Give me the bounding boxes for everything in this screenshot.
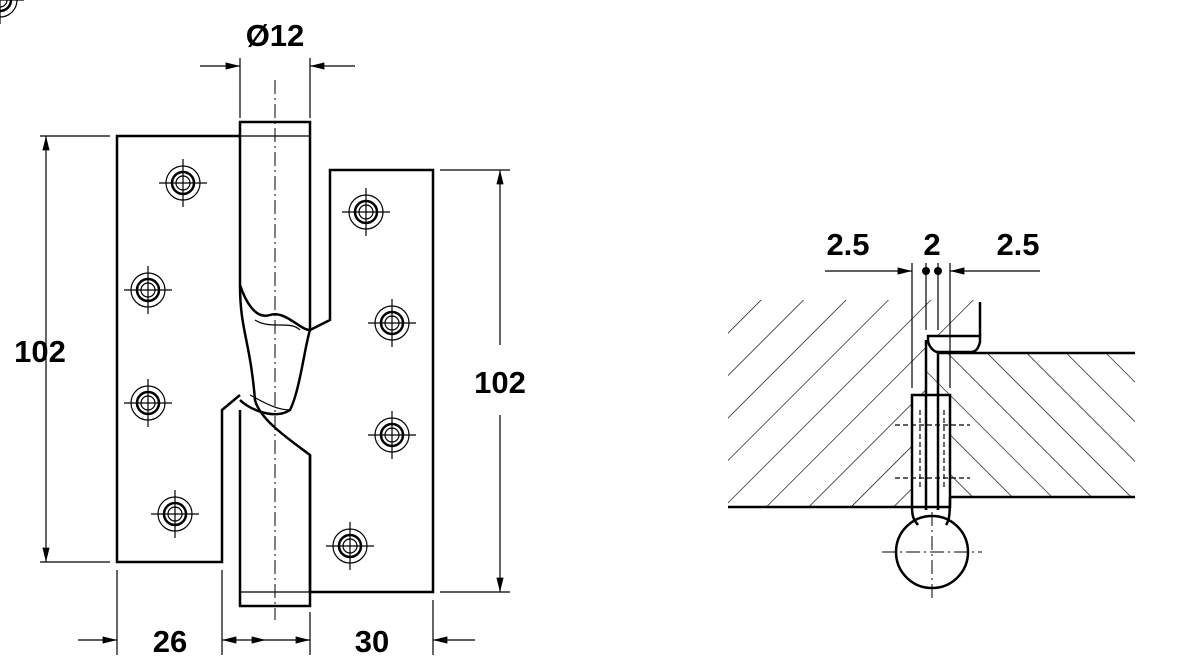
screw-holes	[0, 0, 418, 572]
right-gap-label: 2.5	[996, 227, 1039, 262]
section-view: 2.5 2 2.5	[728, 227, 1135, 598]
right-height-label: 102	[474, 365, 526, 400]
lower-knuckle	[238, 410, 312, 608]
front-view: Ø12 102 102 26 30	[0, 0, 526, 659]
dimension-lines	[40, 58, 510, 655]
hinge-plate	[926, 334, 982, 354]
pin-diameter-label: Ø12	[246, 18, 305, 53]
screw-hole	[324, 520, 376, 572]
left-height-label: 102	[14, 334, 66, 369]
left-gap-label: 2.5	[826, 227, 869, 262]
left-width-label: 26	[153, 624, 187, 659]
screw-hole	[366, 297, 418, 349]
door-section	[950, 353, 1135, 497]
screw-hole	[122, 264, 174, 316]
screw-hole	[157, 157, 209, 209]
leaf-thickness-label: 2	[923, 227, 940, 262]
screw-hole	[340, 186, 392, 238]
screw-hole	[149, 488, 201, 540]
left-leaf	[115, 134, 241, 564]
screw-hole	[122, 377, 174, 429]
screw-hole	[366, 409, 418, 461]
right-leaf	[309, 168, 435, 594]
upper-knuckle	[238, 120, 312, 332]
right-width-label: 30	[355, 624, 389, 659]
frame-section	[728, 300, 912, 507]
pin-twist	[238, 284, 312, 592]
